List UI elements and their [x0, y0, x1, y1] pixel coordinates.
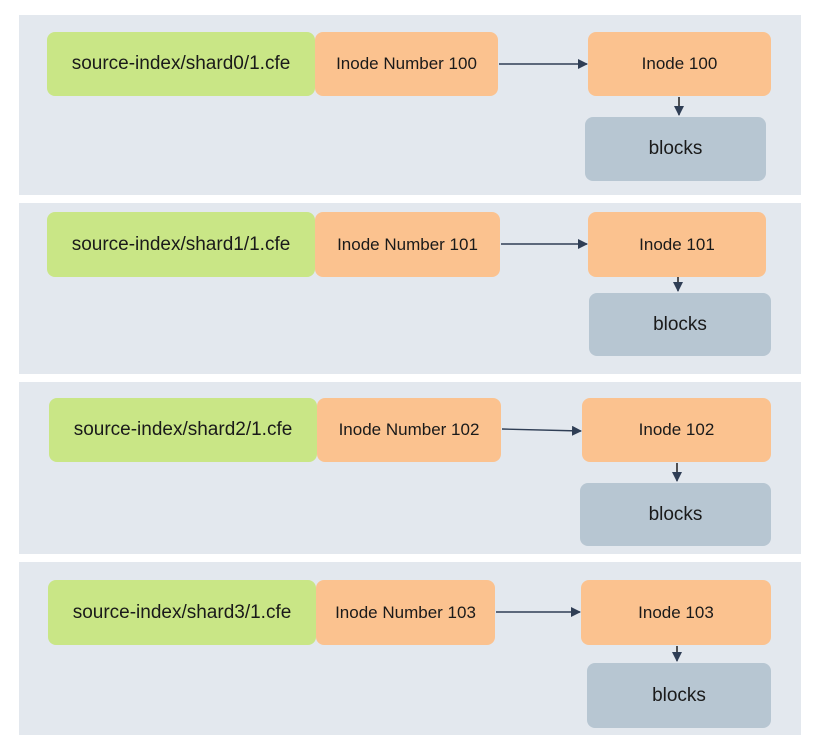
inode-number-box: Inode Number 103 [316, 580, 495, 645]
file-path-box: source-index/shard3/1.cfe [48, 580, 316, 645]
blocks-box: blocks [589, 293, 771, 356]
file-path-box: source-index/shard2/1.cfe [49, 398, 317, 462]
file-path-box: source-index/shard1/1.cfe [47, 212, 315, 277]
file-path-box: source-index/shard0/1.cfe [47, 32, 315, 96]
inode-number-box: Inode Number 101 [315, 212, 500, 277]
blocks-box: blocks [580, 483, 771, 546]
inode-box: Inode 100 [588, 32, 771, 96]
inode-box: Inode 102 [582, 398, 771, 462]
blocks-box: blocks [585, 117, 766, 181]
inode-number-box: Inode Number 100 [315, 32, 498, 96]
blocks-box: blocks [587, 663, 771, 728]
inode-box: Inode 103 [581, 580, 771, 645]
inode-box: Inode 101 [588, 212, 766, 277]
inode-number-box: Inode Number 102 [317, 398, 501, 462]
